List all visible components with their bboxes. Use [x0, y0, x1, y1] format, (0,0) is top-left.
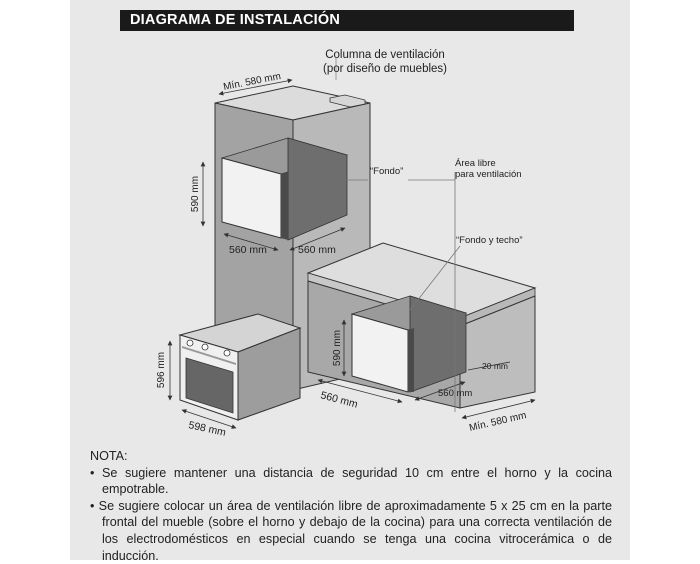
- knob-icon: [223, 349, 231, 357]
- leader-lines: [346, 172, 461, 412]
- column-title-line1: Columna de ventilación: [325, 49, 445, 61]
- dim-label-590-column: 590 mm: [190, 176, 201, 212]
- knob-icon: [201, 343, 209, 351]
- counter-niche: [350, 295, 468, 393]
- dim-label-560-counter-left: 560 mm: [319, 389, 359, 410]
- dimension-lines: [167, 58, 536, 429]
- dim-label-min-580-top: Mín. 580 mm: [222, 71, 281, 93]
- column-title-line2: (por diseño de muebles): [323, 63, 447, 75]
- note-bullet-2: • Se sugiere colocar un área de ventilac…: [90, 498, 612, 563]
- knob-icon: [186, 339, 194, 347]
- dim-label-590-counter: 590 mm: [332, 330, 343, 366]
- dim-label-598: 598 mm: [187, 419, 227, 439]
- notes-section: NOTA: • Se sugiere mantener una distanci…: [90, 448, 612, 564]
- note-bullet-1: • Se sugiere mantener una distancia de s…: [90, 465, 612, 497]
- dim-label-560-right: 560 mm: [298, 244, 336, 256]
- dim-label-560-left: 560 mm: [229, 244, 267, 256]
- notes-heading: NOTA:: [90, 449, 128, 463]
- dim-label-20: 20 mm: [482, 361, 508, 371]
- column-niche: [220, 137, 349, 241]
- installation-diagram: Columna de ventilación (por diseño de mu…: [156, 49, 537, 439]
- title-bar: [120, 10, 574, 31]
- oven-illustration: [178, 313, 302, 421]
- label-area-libre-line2: para ventilación: [455, 169, 522, 180]
- dim-label-min-580-bottom: Mín. 580 mm: [468, 410, 527, 434]
- label-area-libre-line1: Área libre: [455, 158, 496, 169]
- dim-label-596: 596 mm: [156, 352, 167, 388]
- dim-label-560-counter-right: 560 mm: [438, 388, 472, 399]
- label-fondo-y-techo: “Fondo y techo”: [456, 235, 523, 246]
- page-title: DIAGRAMA DE INSTALACIÓN: [130, 12, 341, 28]
- label-fondo: “Fondo”: [370, 166, 403, 177]
